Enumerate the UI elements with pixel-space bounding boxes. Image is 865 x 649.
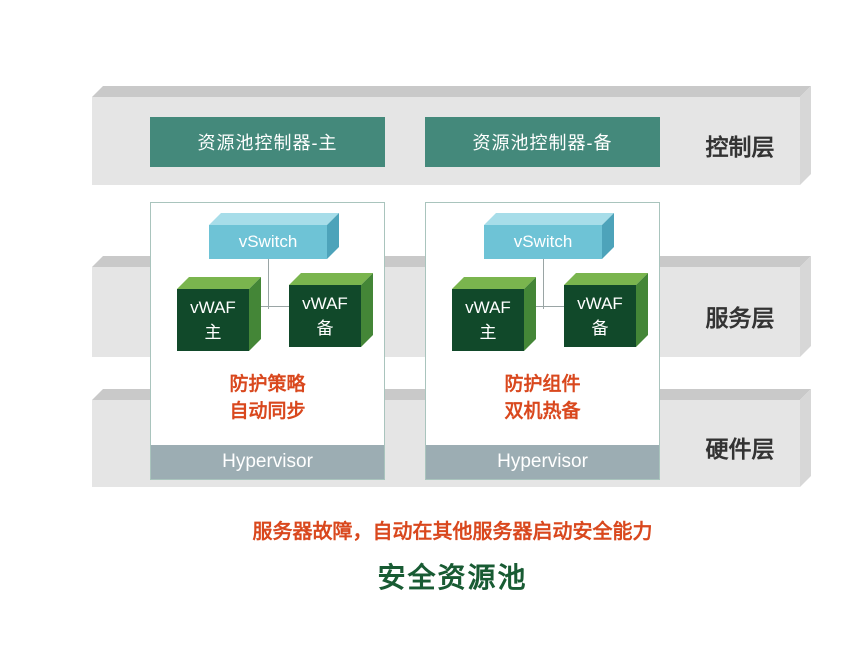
note-line-1: 防护组件: [504, 374, 581, 395]
vwaf-backup-name: vWAF: [302, 294, 348, 313]
vwaf-primary-box: vWAF 主: [177, 289, 249, 351]
layer-label-hardware: 硬件层: [705, 436, 775, 462]
note-line-2: 双机热备: [504, 401, 581, 422]
policy-sync-note: 防护策略 自动同步: [151, 371, 384, 425]
connector-horizontal-line: [488, 306, 600, 307]
server-node-1: vSwitch vWAF 主 vWAF 备 防护策略 自动同步 Hypervis…: [150, 202, 385, 480]
vwaf-backup-box: vWAF 备: [564, 285, 636, 347]
vwaf-primary-box: vWAF 主: [452, 289, 524, 351]
layer-label-service: 服务层: [705, 305, 775, 331]
vwaf-primary-name: vWAF: [190, 298, 236, 317]
server-node-2: vSwitch vWAF 主 vWAF 备 防护组件 双机热备 Hypervis…: [425, 202, 660, 480]
vwaf-primary-role: 主: [204, 323, 222, 342]
controller-backup-box: 资源池控制器-备: [425, 117, 660, 167]
hypervisor-bar: Hypervisor: [151, 445, 384, 479]
controller-primary-box: 资源池控制器-主: [150, 117, 385, 167]
connector-horizontal-line: [213, 306, 325, 307]
vwaf-backup-role: 备: [316, 319, 334, 338]
hot-standby-note: 防护组件 双机热备: [426, 371, 659, 425]
diagram-title: 安全资源池: [377, 562, 528, 593]
note-line-2: 自动同步: [229, 401, 306, 422]
connector-vertical-line: [543, 259, 544, 309]
connector-vertical-line: [268, 259, 269, 309]
vwaf-backup-name: vWAF: [577, 294, 623, 313]
hypervisor-bar: Hypervisor: [426, 445, 659, 479]
vwaf-backup-box: vWAF 备: [289, 285, 361, 347]
vwaf-primary-name: vWAF: [465, 298, 511, 317]
layer-label-control: 控制层: [705, 134, 775, 160]
vswitch-box: vSwitch: [209, 225, 327, 259]
vwaf-backup-role: 备: [591, 319, 609, 338]
note-line-1: 防护策略: [229, 374, 306, 395]
vswitch-box: vSwitch: [484, 225, 602, 259]
failover-note: 服务器故障，自动在其他服务器启动安全能力: [252, 521, 653, 543]
vwaf-primary-role: 主: [479, 323, 497, 342]
